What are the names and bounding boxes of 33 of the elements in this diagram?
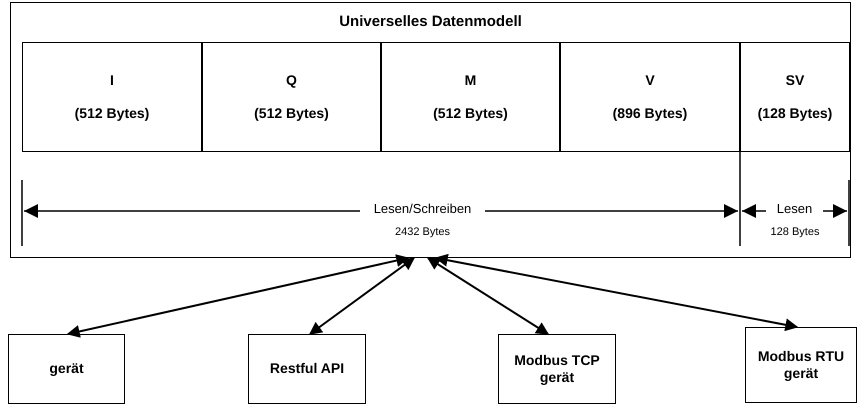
area-name: SV <box>784 72 806 89</box>
memory-area-cell <box>740 42 850 152</box>
memory-area-cell <box>381 42 560 152</box>
area-size: (512 Bytes) <box>432 105 509 122</box>
device-label: Modbus TCP gerät <box>513 352 601 386</box>
area-size: (512 Bytes) <box>253 105 330 122</box>
memory-area-cell <box>560 42 740 152</box>
arrow <box>426 257 550 335</box>
device-label: Restful API <box>268 360 346 378</box>
dimension-value: 128 Bytes <box>770 227 820 238</box>
device-box <box>248 334 366 404</box>
dimension-label: Lesen/Schreiben <box>372 202 472 215</box>
arrow <box>66 254 410 338</box>
data-model-box <box>10 2 851 258</box>
device-box <box>498 334 616 404</box>
area-size: (896 Bytes) <box>612 105 688 122</box>
dimension-value: 2432 Bytes <box>394 227 452 238</box>
device-box <box>745 327 857 403</box>
arrow <box>434 254 798 332</box>
area-name: Q <box>285 72 298 89</box>
area-size: (128 Bytes) <box>756 105 834 122</box>
area-name: I <box>109 72 115 89</box>
dimension-label: Lesen <box>776 202 814 215</box>
area-name: M <box>464 72 478 89</box>
area-size: (512 Bytes) <box>74 105 150 122</box>
device-box <box>8 334 125 404</box>
area-name: V <box>644 72 656 89</box>
device-label: Modbus RTU gerät <box>756 348 846 382</box>
arrow <box>308 257 416 335</box>
memory-area-cell <box>22 42 202 152</box>
diagram-heading: Universelles Datenmodell <box>338 13 523 32</box>
device-label: gerät <box>48 360 85 378</box>
memory-area-cell <box>202 42 381 152</box>
